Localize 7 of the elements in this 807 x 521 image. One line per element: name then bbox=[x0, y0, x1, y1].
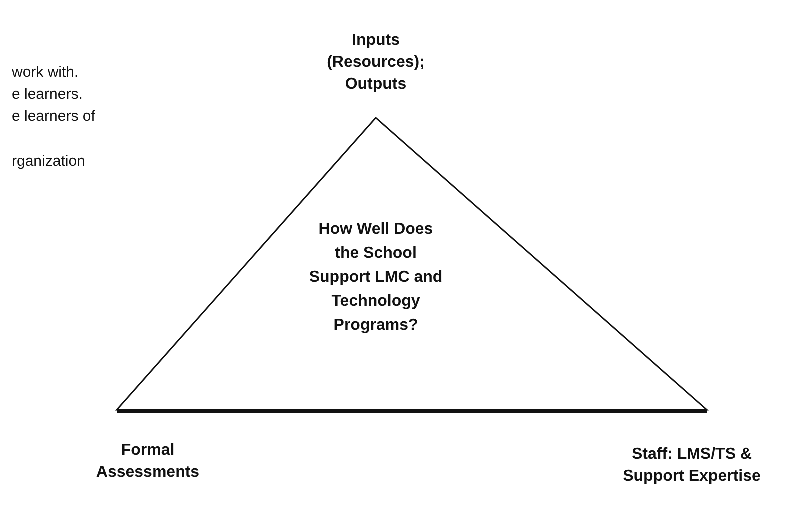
vertex-label: Inputs (Resources); Outputs bbox=[326, 31, 426, 95]
text-fragment: e learners. bbox=[12, 86, 83, 103]
text-fragment: work with. bbox=[12, 64, 79, 81]
text-fragment: e learners of bbox=[12, 108, 96, 125]
text-fragment: rganization bbox=[12, 153, 86, 170]
vertex-label: Staff: LMS/TS & Support Expertise bbox=[622, 445, 762, 487]
vertex-label: Formal Assessments bbox=[95, 441, 201, 483]
